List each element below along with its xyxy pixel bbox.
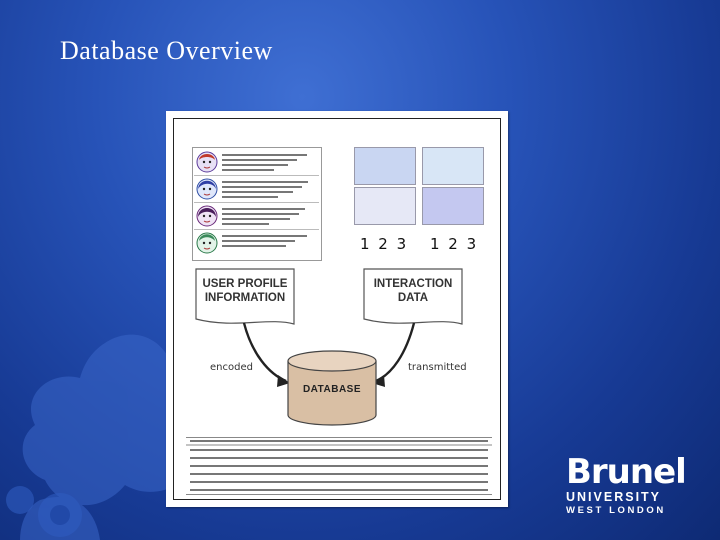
database-label: DATABASE <box>302 384 362 395</box>
face-icon <box>196 151 218 173</box>
ui-number-label: 1 2 3 <box>430 235 479 253</box>
logo-wordmark: Brunel <box>566 452 687 492</box>
brunel-logo: Brunel UNIVERSITY WEST LONDON <box>566 452 687 516</box>
logo-location: WEST LONDON <box>566 505 666 516</box>
encoded-arrowhead <box>277 375 290 387</box>
face-icon <box>196 178 218 200</box>
database-cylinder-top <box>287 350 377 372</box>
profile-row <box>194 149 319 176</box>
figure-frame: 1 2 3 1 2 3 USER PROFILE INFORMATION INT… <box>173 118 501 500</box>
profile-box-line: USER PROFILE <box>202 278 288 290</box>
table-grid <box>186 437 492 495</box>
database-cylinder-body <box>287 361 377 426</box>
profile-document-shape <box>195 268 295 325</box>
slide-title: Database Overview <box>60 36 273 65</box>
emblem-watermark-icon <box>6 334 212 540</box>
profile-box-label: USER PROFILE INFORMATION <box>198 277 292 305</box>
profile-row <box>194 203 319 230</box>
diagram-shapes <box>195 268 463 426</box>
encoded-label: encoded <box>210 362 253 373</box>
face-icon <box>196 232 218 254</box>
face-icon <box>196 205 218 227</box>
profile-row <box>194 230 319 256</box>
transmitted-label: transmitted <box>408 362 467 373</box>
logo-university: UNIVERSITY <box>566 490 662 504</box>
database-table <box>186 437 492 495</box>
interaction-box-line: INTERACTION <box>373 278 453 290</box>
table-rows <box>190 440 488 491</box>
interaction-box-label: INTERACTION DATA <box>366 277 460 305</box>
profile-row <box>194 176 319 203</box>
ui-screen <box>422 187 484 225</box>
interaction-document-shape <box>363 268 463 325</box>
interaction-box-line: DATA <box>397 292 429 304</box>
ui-screen <box>354 187 416 225</box>
database-overview-figure: 1 2 3 1 2 3 USER PROFILE INFORMATION INT… <box>166 111 508 507</box>
user-profiles-panel <box>192 147 322 261</box>
profile-box-line: INFORMATION <box>204 292 286 304</box>
ui-screen <box>422 147 484 185</box>
ui-screen <box>354 147 416 185</box>
ui-number-label: 1 2 3 <box>360 235 409 253</box>
interaction-screens-panel: 1 2 3 1 2 3 <box>354 147 484 259</box>
